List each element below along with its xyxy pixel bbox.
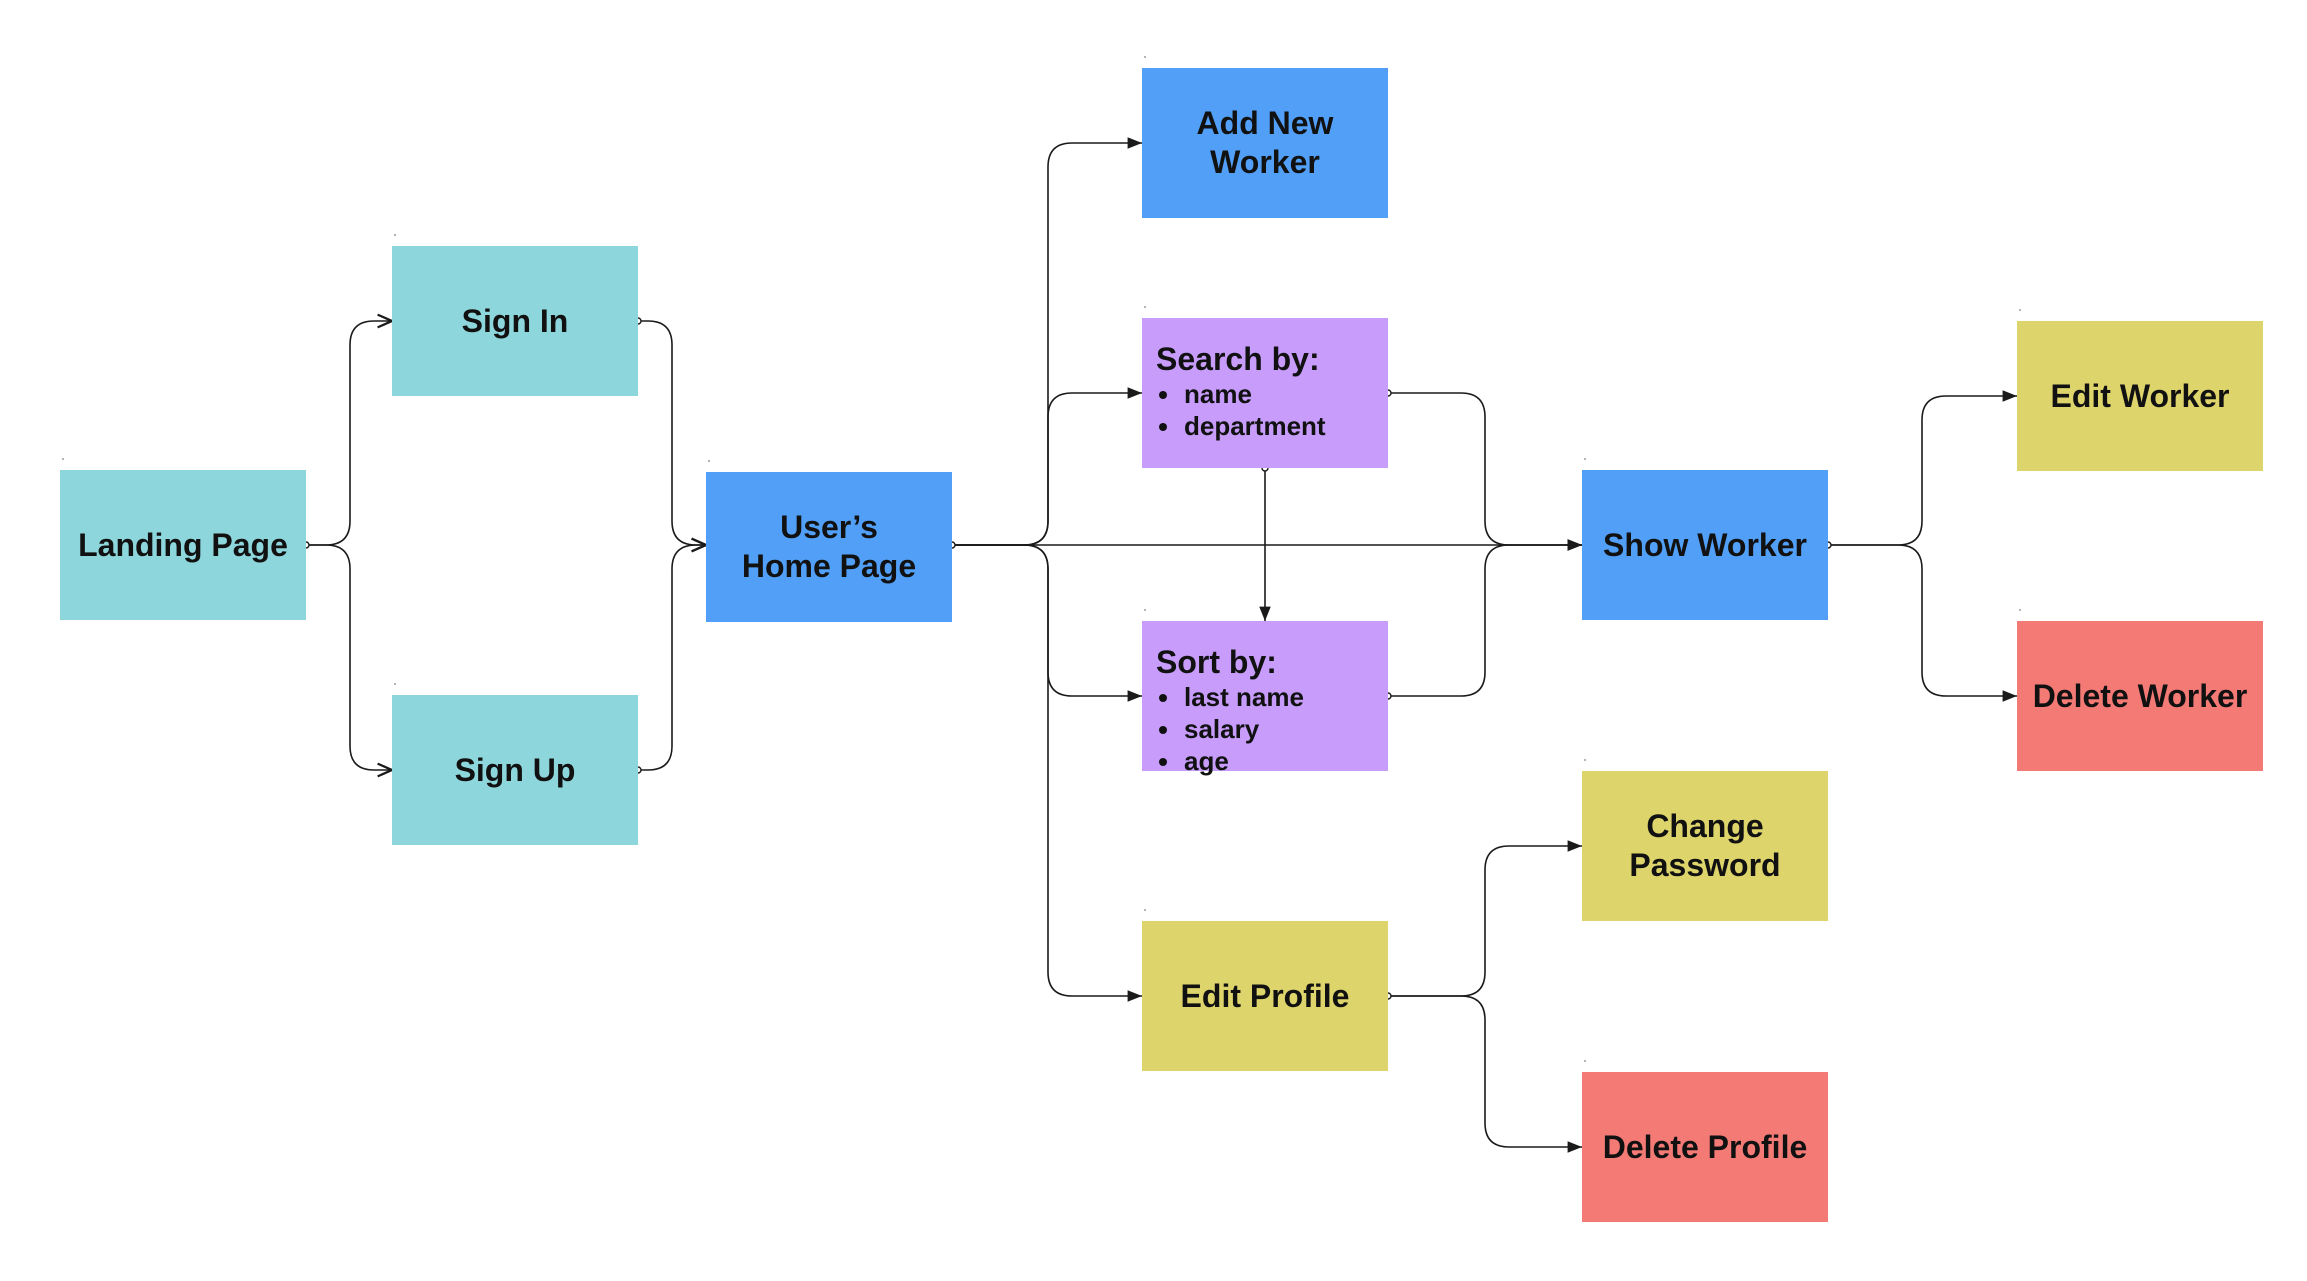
node-anchor-mark (2019, 609, 2021, 611)
node-delete-profile[interactable]: Delete Profile (1582, 1072, 1828, 1222)
node-show-worker-label: Show Worker (1603, 526, 1807, 563)
node-delete-worker[interactable]: Delete Worker (2017, 621, 2263, 771)
sort-criteria-list: last name salary age (1156, 681, 1304, 777)
node-show-worker[interactable]: Show Worker (1582, 470, 1828, 620)
node-sort-by-heading: Sort by: (1156, 644, 1277, 680)
node-anchor-mark (1584, 1060, 1586, 1062)
node-sign-up[interactable]: Sign Up (392, 695, 638, 845)
node-anchor-mark (1144, 306, 1146, 308)
search-criteria-item: department (1182, 410, 1326, 442)
node-anchor-mark (62, 458, 64, 460)
connector-editprofile-to-deleteprofile (1388, 995, 1582, 1153)
node-search-by-heading: Search by: (1156, 341, 1320, 377)
node-anchor-mark (1584, 458, 1586, 460)
sort-criteria-item: salary (1182, 713, 1304, 745)
connector-landing-to-signin (306, 321, 392, 546)
node-anchor-mark (1144, 909, 1146, 911)
connector-showworker-to-editworker (1828, 390, 2017, 546)
node-landing-page[interactable]: Landing Page (60, 470, 306, 620)
node-anchor-mark (394, 683, 396, 685)
connector-landing-to-signup (306, 544, 392, 770)
connector-sort-to-showworker (1388, 539, 1582, 697)
node-sign-in-label: Sign In (461, 302, 569, 339)
connector-showworker-to-deleteworker (1828, 544, 2017, 702)
node-delete-worker-label: Delete Worker (2032, 677, 2248, 714)
node-add-new-worker[interactable]: Add New Worker (1142, 68, 1388, 218)
node-anchor-mark (708, 460, 710, 462)
node-sign-in[interactable]: Sign In (392, 246, 638, 396)
connector-editprofile-to-changepassword (1388, 840, 1582, 997)
node-anchor-mark (1144, 609, 1146, 611)
node-anchor-mark (1144, 56, 1146, 58)
connector-home-to-search (952, 387, 1142, 546)
connector-signin-to-home (638, 320, 706, 545)
node-edit-profile-label: Edit Profile (1180, 977, 1350, 1014)
node-search-by[interactable]: Search by: name department (1142, 318, 1388, 468)
connector-signup-to-home (638, 545, 706, 771)
connector-home-to-editprofile (952, 544, 1142, 1002)
node-users-home-page-label: User’s Home Page (741, 509, 917, 584)
node-users-home-page[interactable]: User’s Home Page (706, 472, 952, 622)
node-landing-page-label: Landing Page (78, 526, 288, 563)
node-change-password[interactable]: Change Password (1582, 771, 1828, 921)
node-anchor-mark (2019, 309, 2021, 311)
connector-home-to-sort (952, 544, 1142, 702)
node-edit-worker-label: Edit Worker (2050, 377, 2230, 414)
node-anchor-mark (394, 234, 396, 236)
sort-criteria-item: age (1182, 745, 1304, 777)
node-delete-profile-label: Delete Profile (1602, 1128, 1808, 1165)
connector-search-to-showworker (1388, 392, 1582, 551)
node-sort-by[interactable]: Sort by: last name salary age (1142, 621, 1388, 776)
node-add-new-worker-label: Add New Worker (1196, 105, 1334, 180)
node-sign-up-label: Sign Up (454, 751, 576, 788)
sort-criteria-item: last name (1182, 681, 1304, 713)
connector-home-to-addworker (952, 137, 1142, 546)
node-edit-profile[interactable]: Edit Profile (1142, 921, 1388, 1071)
node-anchor-mark (1584, 759, 1586, 761)
search-criteria-item: name (1182, 378, 1326, 410)
node-edit-worker[interactable]: Edit Worker (2017, 321, 2263, 471)
node-change-password-label: Change Password (1629, 808, 1781, 883)
search-criteria-list: name department (1156, 378, 1326, 442)
